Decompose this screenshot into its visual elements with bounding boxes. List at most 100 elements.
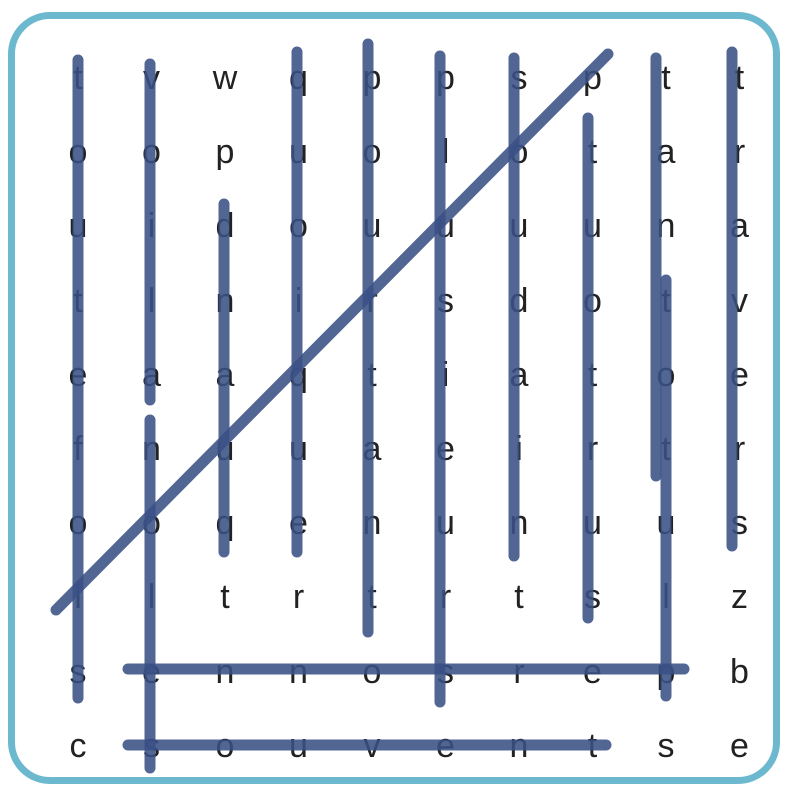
grid-cell-r0-c8[interactable]: t	[661, 59, 671, 97]
grid-cell-r3-c9[interactable]: v	[731, 281, 748, 320]
grid-cell-r8-c7[interactable]: e	[583, 652, 602, 691]
grid-cell-r2-c5[interactable]: u	[436, 207, 455, 246]
grid-cell-r8-c3[interactable]: n	[289, 652, 308, 691]
grid-cell-r6-c4[interactable]: n	[362, 504, 382, 543]
grid-cell-r0-c4[interactable]: p	[362, 59, 382, 97]
grid-cell-r0-c9[interactable]: t	[734, 59, 745, 97]
grid-cell-r1-c7[interactable]: t	[587, 133, 598, 172]
grid-cell-r4-c2[interactable]: a	[215, 355, 235, 394]
grid-cell-r1-c6[interactable]: o	[509, 133, 529, 172]
grid-cell-r7-c3[interactable]: r	[292, 578, 305, 617]
grid-cell-r1-c4[interactable]: o	[362, 133, 382, 172]
grid-cell-r7-c4[interactable]: t	[367, 578, 377, 617]
grid-cell-r4-c4[interactable]: t	[367, 355, 377, 394]
grid-cell-r6-c3[interactable]: e	[289, 504, 308, 543]
grid-cell-r4-c3[interactable]: q	[289, 355, 308, 394]
grid-cell-r7-c0[interactable]: l	[74, 578, 82, 617]
grid-cell-r7-c2[interactable]: t	[220, 578, 230, 617]
grid-cell-r9-c9[interactable]: e	[730, 726, 749, 765]
grid-cell-r7-c9[interactable]: z	[731, 578, 748, 617]
grid-cell-r5-c7[interactable]: r	[586, 430, 599, 468]
grid-cell-r8-c9[interactable]: b	[730, 652, 749, 691]
grid-cell-r3-c4[interactable]: r	[366, 281, 378, 320]
grid-cell-r5-c1[interactable]: n	[142, 430, 161, 468]
grid-cell-r9-c3[interactable]: u	[289, 726, 308, 765]
grid-cell-r9-c0[interactable]: c	[69, 726, 87, 765]
grid-cell-r3-c1[interactable]: l	[147, 281, 156, 320]
grid-cell-r8-c4[interactable]: o	[362, 652, 382, 691]
grid-cell-r9-c6[interactable]: n	[509, 726, 529, 765]
grid-cell-r9-c4[interactable]: v	[363, 726, 381, 765]
grid-cell-r0-c6[interactable]: s	[510, 59, 528, 97]
grid-cell-r4-c7[interactable]: t	[587, 355, 598, 394]
grid-cell-r1-c0[interactable]: o	[68, 133, 88, 172]
grid-cell-r2-c3[interactable]: o	[289, 207, 308, 246]
grid-cell-r3-c5[interactable]: s	[437, 281, 454, 320]
grid-cell-r0-c3[interactable]: q	[289, 59, 308, 97]
grid-cell-r1-c8[interactable]: a	[656, 133, 676, 172]
grid-cell-r7-c7[interactable]: s	[584, 578, 601, 617]
grid-cell-r6-c7[interactable]: u	[583, 504, 602, 543]
grid-cell-r0-c1[interactable]: v	[143, 59, 160, 97]
grid-cell-r2-c6[interactable]: u	[509, 207, 529, 246]
grid-cell-r5-c5[interactable]: e	[436, 430, 455, 468]
grid-cell-r3-c8[interactable]: t	[661, 281, 671, 320]
grid-cell-r1-c2[interactable]: p	[215, 133, 235, 172]
grid-cell-r8-c6[interactable]: r	[513, 652, 525, 691]
grid-cell-r0-c2[interactable]: w	[212, 59, 238, 97]
grid-cell-r5-c9[interactable]: r	[733, 430, 746, 468]
grid-cell-r8-c5[interactable]: s	[437, 652, 454, 691]
grid-cell-r4-c6[interactable]: a	[509, 355, 529, 394]
grid-cell-r7-c6[interactable]: t	[514, 578, 524, 617]
grid-cell-r2-c0[interactable]: u	[68, 207, 88, 246]
grid-cell-r4-c8[interactable]: o	[656, 355, 676, 394]
grid-cell-r9-c8[interactable]: s	[657, 726, 675, 765]
grid-cell-r3-c3[interactable]: i	[294, 281, 303, 320]
grid-cell-r2-c9[interactable]: a	[730, 207, 749, 246]
grid-cell-r1-c5[interactable]: l	[441, 133, 450, 172]
grid-cell-r8-c2[interactable]: n	[215, 652, 235, 691]
grid-cell-r4-c1[interactable]: a	[142, 355, 161, 394]
grid-cell-r4-c9[interactable]: e	[730, 355, 749, 394]
grid-cell-r8-c0[interactable]: s	[69, 652, 87, 691]
grid-cell-r3-c0[interactable]: t	[73, 281, 83, 320]
grid-cell-r9-c1[interactable]: s	[143, 726, 160, 765]
grid-cell-r2-c8[interactable]: n	[656, 207, 676, 246]
grid-cell-r3-c2[interactable]: n	[215, 281, 235, 320]
grid-cell-r6-c2[interactable]: q	[215, 504, 235, 543]
grid-cell-r0-c7[interactable]: p	[583, 59, 602, 97]
grid-cell-r8-c8[interactable]: p	[656, 652, 676, 691]
grid-cell-r4-c0[interactable]: e	[68, 355, 88, 394]
grid-cell-r3-c6[interactable]: d	[509, 281, 529, 320]
grid-cell-r4-c5[interactable]: i	[441, 355, 450, 394]
grid-cell-r7-c5[interactable]: r	[439, 578, 452, 617]
grid-cell-r5-c6[interactable]: i	[515, 430, 523, 468]
grid-cell-r2-c1[interactable]: i	[147, 207, 156, 246]
grid-cell-r3-c7[interactable]: o	[583, 281, 602, 320]
grid-cell-r7-c1[interactable]: l	[147, 578, 156, 617]
grid-cell-r5-c0[interactable]: f	[73, 430, 83, 468]
grid-cell-r1-c3[interactable]: u	[289, 133, 308, 172]
grid-cell-r5-c8[interactable]: t	[661, 430, 671, 468]
grid-cell-r9-c7[interactable]: t	[587, 726, 598, 765]
grid-cell-r6-c9[interactable]: s	[731, 504, 748, 543]
grid-cell-r5-c3[interactable]: u	[289, 430, 308, 468]
grid-cell-r9-c5[interactable]: e	[436, 726, 455, 765]
grid-cell-r0-c0[interactable]: t	[73, 59, 83, 97]
grid-cell-r2-c4[interactable]: u	[362, 207, 382, 246]
grid-cell-r6-c8[interactable]: u	[656, 504, 676, 543]
grid-cell-r6-c6[interactable]: n	[509, 504, 529, 543]
grid-cell-r2-c2[interactable]: d	[215, 207, 235, 246]
grid-cell-r5-c2[interactable]: u	[215, 430, 235, 468]
grid-cell-r1-c9[interactable]: r	[733, 133, 746, 172]
grid-cell-r2-c7[interactable]: u	[583, 207, 602, 246]
grid-cell-r6-c1[interactable]: o	[142, 504, 161, 543]
grid-cell-r0-c5[interactable]: p	[436, 59, 455, 97]
grid-cell-r7-c8[interactable]: l	[662, 578, 670, 617]
grid-cell-r9-c2[interactable]: o	[215, 726, 235, 765]
grid-cell-r6-c0[interactable]: o	[68, 504, 88, 543]
grid-cell-r6-c5[interactable]: u	[436, 504, 455, 543]
grid-cell-r5-c4[interactable]: a	[362, 430, 382, 468]
grid-cell-r1-c1[interactable]: o	[142, 133, 161, 172]
grid-cell-r8-c1[interactable]: e	[142, 652, 161, 691]
